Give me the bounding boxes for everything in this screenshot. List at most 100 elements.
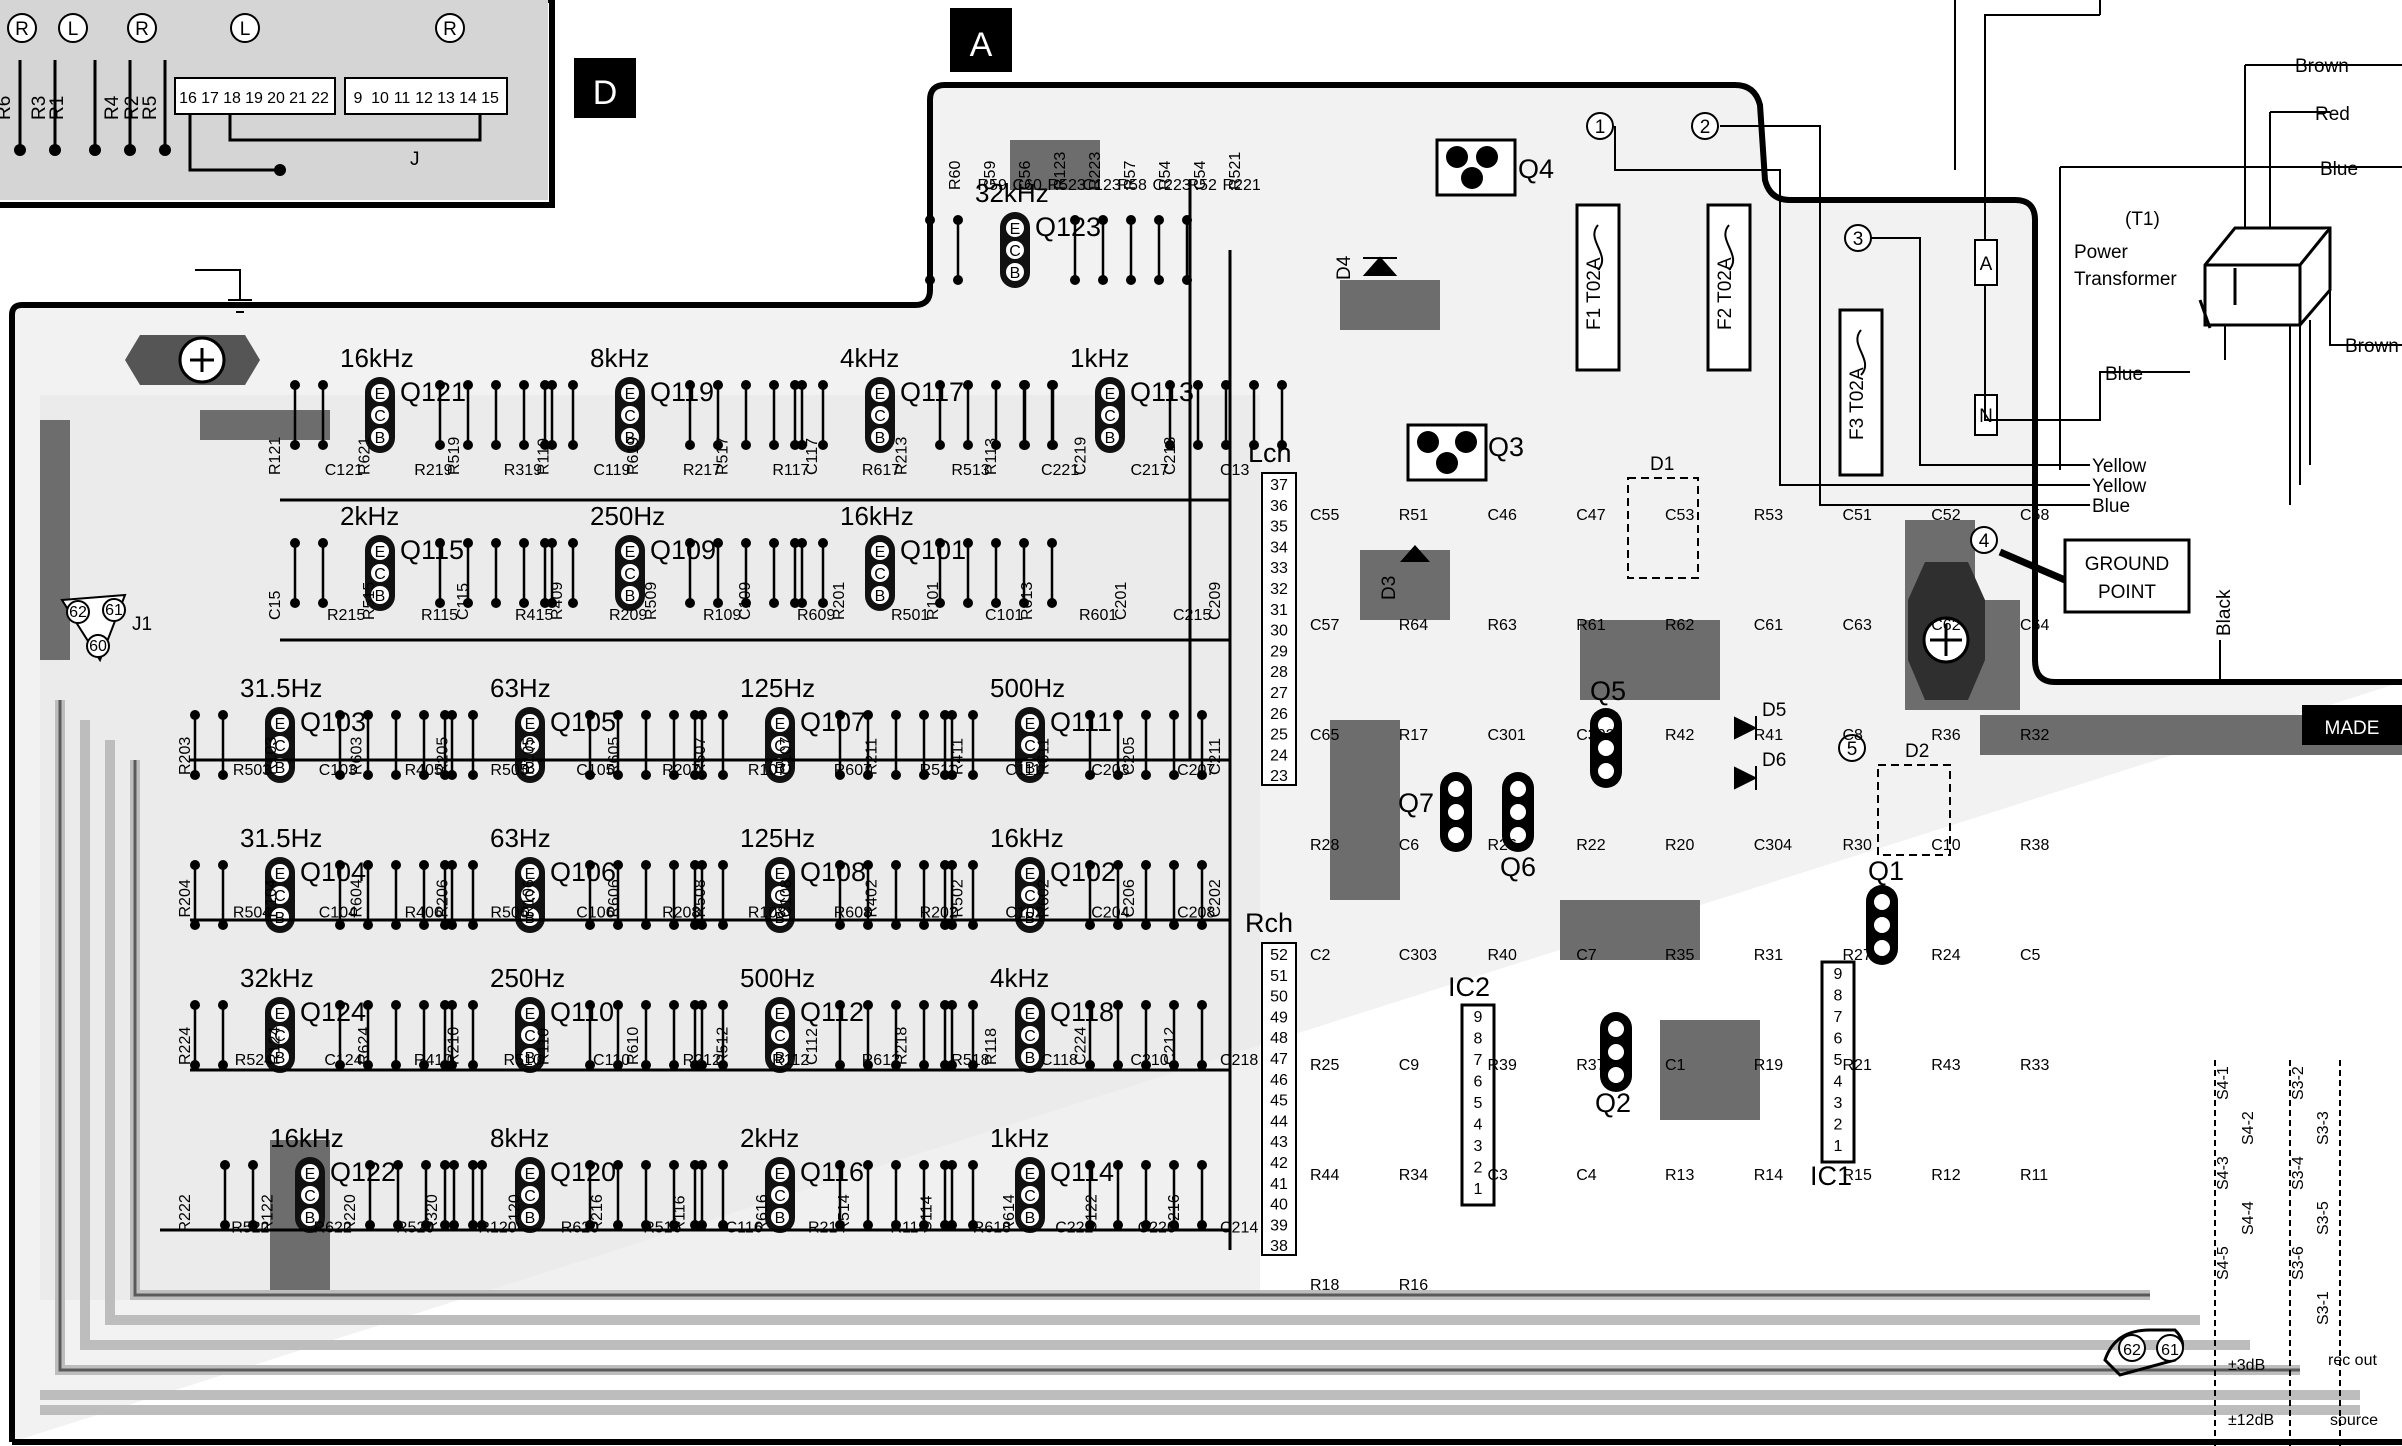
switch-label: S4-5 <box>2215 1246 2232 1280</box>
component-designator: C62 <box>1931 617 1960 634</box>
transistor-pin-letter: C <box>774 1188 786 1205</box>
transistor-pin-letter: B <box>525 1050 536 1067</box>
pin-label: 17 <box>201 90 219 107</box>
component-designator: R124 <box>267 1027 284 1065</box>
component-designator: C57 <box>1310 617 1339 634</box>
gyrator-q-label: Q109 <box>650 535 716 565</box>
solder-pad <box>947 1160 957 1170</box>
solder-pad <box>568 440 578 450</box>
transistor-pin <box>301 1186 319 1204</box>
solder-pad <box>1197 1220 1207 1230</box>
gyrator-q-label: Q119 <box>650 377 714 407</box>
component-designator: R14 <box>1754 1167 1783 1184</box>
ground-point-line-2: POINT <box>2098 582 2156 603</box>
solder-pad <box>835 1220 845 1230</box>
solder-pad <box>318 598 328 608</box>
transistor-pin-letter: E <box>1105 386 1116 403</box>
solder-pad <box>1141 1060 1151 1070</box>
solder-pad <box>218 770 228 780</box>
component-designator: R12 <box>1931 1167 1960 1184</box>
solder-pad <box>1113 1220 1123 1230</box>
solder-pad <box>585 1160 595 1170</box>
solder-pad <box>891 1000 901 1010</box>
component-designator: R602 <box>1035 879 1052 917</box>
solder-pad <box>690 1160 700 1170</box>
component-designator: C46 <box>1488 507 1517 524</box>
solder-pad <box>393 1220 403 1230</box>
component-designator: R212 <box>683 1052 721 1069</box>
gyrator-q-label: Q104 <box>300 857 366 887</box>
solder-pad <box>690 860 700 870</box>
gyrator-freq-label: 16kHz <box>270 1123 344 1153</box>
component-designator: R119 <box>536 438 553 475</box>
component-designator: R218 <box>894 1027 911 1065</box>
component-designator: R17 <box>1399 727 1428 744</box>
d1-label: D1 <box>1650 454 1674 475</box>
solder-pad <box>790 598 800 608</box>
solder-pad <box>797 538 807 548</box>
component-designator: C205 <box>1121 737 1138 775</box>
solder-pad <box>741 440 751 450</box>
resistor-label: R4 <box>102 95 123 120</box>
solder-pad <box>1169 770 1179 780</box>
solder-pad <box>568 538 578 548</box>
solder-pad <box>697 860 707 870</box>
component-designator: C104 <box>319 905 357 922</box>
solder-pad <box>363 1060 373 1070</box>
solder-pad <box>718 710 728 720</box>
transistor-pin <box>271 736 289 754</box>
solder-pad <box>891 1060 901 1070</box>
solder-pad <box>947 1220 957 1230</box>
gyrator-freq-label: 63Hz <box>490 823 551 853</box>
solder-pad <box>963 598 973 608</box>
q1-label: Q1 <box>1868 856 1904 886</box>
component-designator: C123 <box>1083 177 1121 194</box>
ic2-label: IC2 <box>1448 972 1490 1002</box>
component-designator: R202 <box>920 905 958 922</box>
j1-pin-62: 62 <box>69 604 87 621</box>
solder-pad <box>218 1060 228 1070</box>
connector-pin: 6 <box>1474 1074 1483 1091</box>
component-designator: C64 <box>2020 617 2049 634</box>
bottom-label-rec-out: rec out <box>2328 1352 2377 1369</box>
solder-pad <box>968 1060 978 1070</box>
switch-label: S3-3 <box>2315 1111 2332 1145</box>
solder-pad <box>1169 920 1179 930</box>
component-designator: R320 <box>424 1194 441 1232</box>
transistor-pin-letter: B <box>775 1050 786 1067</box>
component-designator: R409 <box>549 582 566 620</box>
transistor-pin-letter: C <box>304 1188 316 1205</box>
component-designator: C2 <box>1310 947 1331 964</box>
transistor-pin-letter: C <box>624 408 636 425</box>
solder-pad <box>1085 920 1095 930</box>
component-designator: C201 <box>1113 582 1130 620</box>
solder-pad <box>863 1220 873 1230</box>
solder-pad <box>769 440 779 450</box>
component-designator: R110 <box>535 1028 552 1065</box>
d2-label: D2 <box>1905 741 1929 762</box>
component-designator: C1 <box>1665 1057 1686 1074</box>
solder-pad <box>968 860 978 870</box>
terminal-2: 2 <box>1700 117 1711 138</box>
solder-pad <box>190 1060 200 1070</box>
terminal-4: 4 <box>1979 531 1990 552</box>
solder-pad <box>940 920 950 930</box>
component-designator: C117 <box>804 438 821 475</box>
solder-pad <box>421 1160 431 1170</box>
component-designator: R219 <box>414 462 452 479</box>
component-designator: R516 <box>643 1220 681 1237</box>
gyrator-freq-label: 63Hz <box>490 673 551 703</box>
solder-pad <box>919 1160 929 1170</box>
component-designator: R215 <box>327 607 365 624</box>
transistor-pin <box>771 1026 789 1044</box>
solder-pad <box>190 1000 200 1010</box>
component-designator: R38 <box>2020 837 2049 854</box>
component-designator: C223 <box>1153 177 1191 194</box>
gyrator-q-label: Q120 <box>550 1157 616 1187</box>
solder-pad <box>440 1220 450 1230</box>
solder-pad <box>718 1060 728 1070</box>
component-designator: C221 <box>1041 462 1079 479</box>
solder-pad <box>190 860 200 870</box>
switch-label: S3-5 <box>2315 1201 2332 1235</box>
